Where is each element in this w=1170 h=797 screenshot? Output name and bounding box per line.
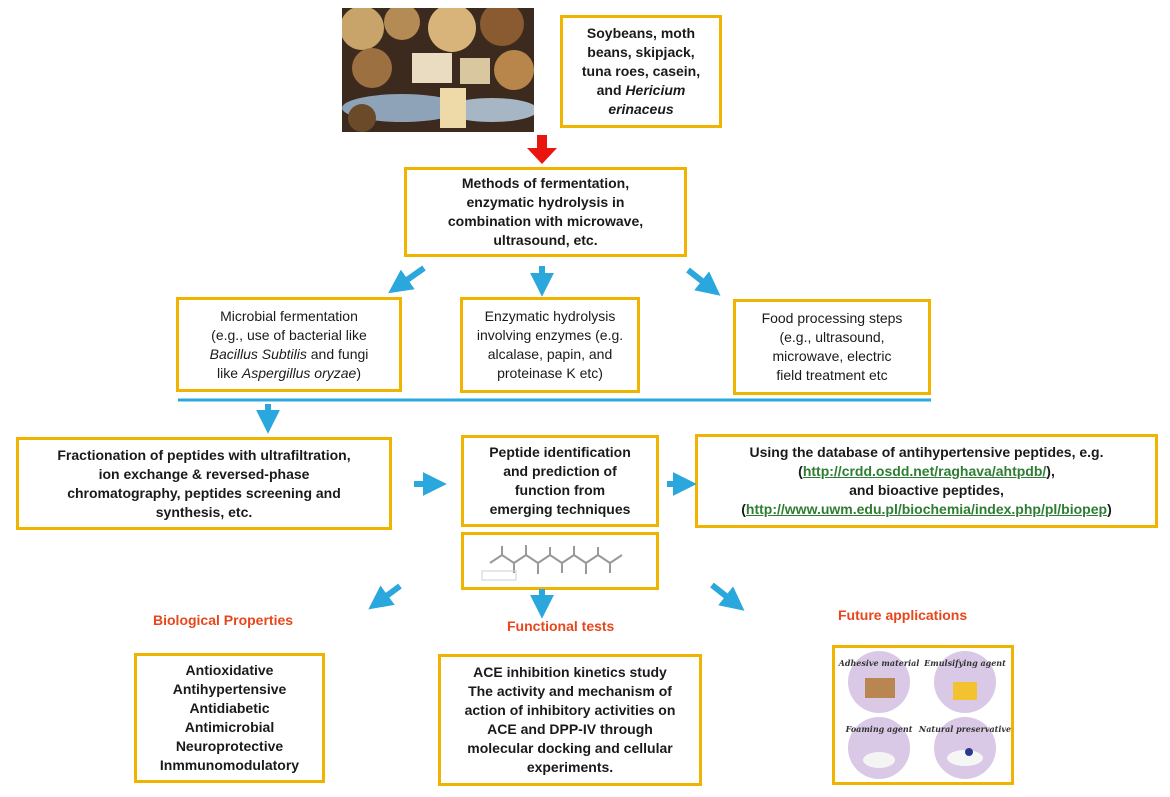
functional-line: action of inhibitory activities on: [464, 702, 676, 718]
molecule-structure-box: [461, 532, 659, 590]
molecule-structure-image: [481, 545, 623, 581]
functional-line: molecular docking and cellular: [467, 740, 673, 756]
sources-box: Soybeans, moth beans, skipjack, tuna roe…: [560, 15, 722, 128]
food-processing-box: Food processing steps (e.g., ultrasound,…: [733, 299, 931, 395]
food-processing-line: (e.g., ultrasound,: [779, 329, 885, 345]
arrow-down-left-icon: [388, 265, 426, 294]
property-item: Inmmunomodulatory: [159, 757, 300, 773]
microbial-line: Microbial fermentation: [220, 307, 358, 324]
microbial-fermentation-box: Microbial fermentation (e.g., use of bac…: [176, 297, 402, 392]
functional-line: The activity and mechanism of: [468, 683, 672, 699]
enzymatic-line: alcalase, papin, and: [487, 346, 613, 362]
red-down-arrow-icon: [527, 135, 557, 164]
functional-line: ACE and DPP-IV through: [487, 721, 653, 737]
database-line: Using the database of antihypertensive p…: [749, 444, 1104, 460]
property-item: Antidiabetic: [189, 700, 270, 716]
property-item: Antioxidative: [185, 662, 274, 678]
sources-line: and Hericium: [597, 81, 686, 100]
methods-line: combination with microwave,: [447, 213, 644, 229]
ahtpdb-link[interactable]: http://crdd.osdd.net/raghava/ahtpdb/: [802, 463, 1047, 479]
arrow-down-left-icon: [368, 583, 402, 610]
functional-tests-heading: Functional tests: [507, 618, 615, 634]
fractionation-line: chromatography, peptides screening and: [67, 484, 341, 501]
food-processing-line: field treatment etc: [776, 367, 888, 383]
microbial-text: like: [217, 364, 242, 381]
methods-line: Methods of fermentation,: [461, 175, 630, 191]
functional-line: experiments.: [526, 759, 614, 775]
database-line: and bioactive peptides,: [849, 482, 1004, 498]
identification-line: Peptide identification: [489, 444, 631, 460]
enzymatic-line: proteinase K etc): [497, 365, 603, 381]
food-sources-photo: [342, 8, 534, 132]
database-box: Using the database of antihypertensive p…: [695, 434, 1158, 528]
microbial-line: (e.g., use of bacterial like: [211, 326, 367, 343]
fractionation-box: Fractionation of peptides with ultrafilt…: [16, 437, 392, 530]
future-applications-box: Adhesive material Emulsifying agent Foam…: [832, 645, 1014, 785]
property-item: Neuroprotective: [175, 738, 284, 754]
fractionation-line: ion exchange & reversed-phase: [98, 465, 310, 482]
sources-species: erinaceus: [608, 101, 674, 117]
arrow-down-right-icon: [686, 267, 721, 296]
biological-properties-heading: Biological Properties: [153, 612, 294, 628]
methods-line: enzymatic hydrolysis in: [466, 194, 625, 210]
biopep-link[interactable]: http://www.uwm.edu.pl/biochemia/index.ph…: [745, 501, 1108, 517]
food-processing-line: microwave, electric: [772, 348, 892, 364]
identification-line: emerging techniques: [489, 501, 631, 517]
methods-line: ultrasound, etc.: [493, 232, 598, 248]
future-item-label: Foaming agent: [845, 724, 913, 734]
arrow-down-right-icon: [710, 582, 745, 611]
future-item-label: Natural preservative: [918, 724, 1011, 734]
sources-text: and: [596, 82, 626, 98]
microbial-line: like Aspergillus oryzae): [217, 364, 361, 383]
enzymatic-hydrolysis-box: Enzymatic hydrolysis involving enzymes (…: [460, 297, 640, 393]
sources-line: beans, skipjack,: [587, 44, 695, 60]
property-item: Antihypertensive: [172, 681, 287, 697]
sources-line: tuna roes, casein,: [581, 63, 701, 79]
microbial-species: Bacillus Subtilis: [209, 345, 307, 362]
future-applications-heading: Future applications: [838, 607, 968, 623]
fractionation-line: synthesis, etc.: [155, 503, 253, 520]
property-item: Antimicrobial: [184, 719, 275, 735]
sources-species: Hericium: [625, 82, 686, 98]
identification-line: and prediction of: [503, 463, 617, 479]
future-item-label: Adhesive material: [838, 658, 920, 668]
functional-line: ACE inhibition kinetics study: [473, 664, 667, 680]
microbial-line: Bacillus Subtilis and fungi: [210, 345, 369, 364]
enzymatic-line: involving enzymes (e.g.: [476, 327, 624, 343]
peptide-identification-box: Peptide identification and prediction of…: [461, 435, 659, 527]
functional-tests-box: ACE inhibition kinetics study The activi…: [438, 654, 702, 786]
sources-line: Soybeans, moth: [586, 25, 696, 41]
enzymatic-line: Enzymatic hydrolysis: [484, 308, 616, 324]
food-processing-line: Food processing steps: [761, 310, 903, 326]
future-applications-graphic: Adhesive material Emulsifying agent Foam…: [838, 651, 1011, 779]
fractionation-line: Fractionation of peptides with ultrafilt…: [57, 446, 351, 463]
microbial-species: Aspergillus oryzae: [241, 364, 357, 381]
methods-box: Methods of fermentation, enzymatic hydro…: [404, 167, 687, 257]
microbial-text: and fungi: [306, 345, 369, 362]
microbial-text: ): [356, 364, 361, 381]
future-item-label: Emulsifying agent: [923, 658, 1006, 668]
identification-line: function from: [514, 482, 606, 498]
biological-properties-box: Antioxidative Antihypertensive Antidiabe…: [134, 653, 325, 783]
